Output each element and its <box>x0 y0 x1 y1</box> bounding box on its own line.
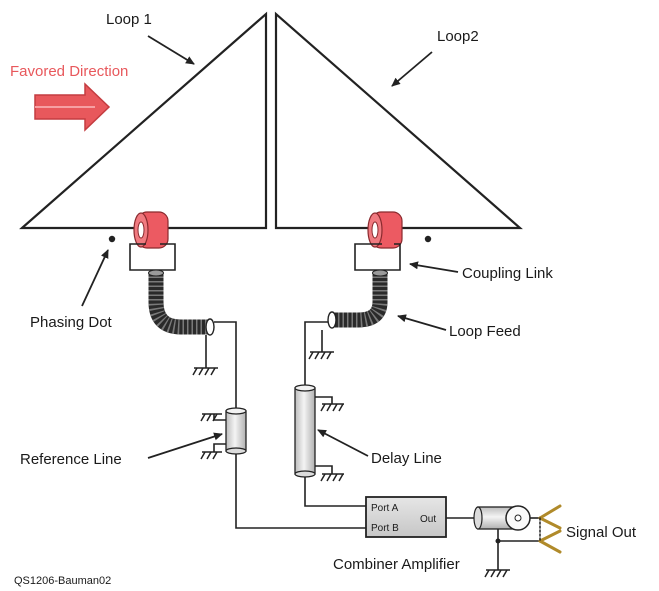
phasing-dot-left <box>108 235 116 243</box>
arrow-loop1 <box>147 35 195 65</box>
favored-direction-label: Favored Direction <box>10 63 128 80</box>
toroid-left <box>133 211 169 249</box>
delay-line-coax <box>294 384 333 478</box>
delay-line-label: Delay Line <box>371 450 442 467</box>
loop-feed-coax-left <box>148 269 215 336</box>
wire-right-feed-to-delay <box>304 321 328 387</box>
arrow-delay-line <box>317 429 369 457</box>
reference-line-coax <box>213 407 247 455</box>
wire-delay-to-porta <box>304 474 366 507</box>
loop-2-triangle <box>274 11 523 230</box>
arrow-coupling-link <box>409 261 459 273</box>
combiner-amplifier-box: Port A Port B Out <box>365 496 447 538</box>
wire-left-feed-to-reference <box>214 321 237 410</box>
arrow-phasing-dot <box>81 249 109 307</box>
out-label: Out <box>420 514 436 525</box>
signal-out-label: Signal Out <box>566 524 637 541</box>
loop-1-label: Loop 1 <box>106 11 152 28</box>
right-arrow-icon <box>34 82 111 132</box>
combiner-amplifier-label: Combiner Amplifier <box>333 556 460 573</box>
arrow-loop2 <box>391 51 433 87</box>
loop-1-triangle <box>19 11 268 230</box>
loop-feed-coax-right <box>327 269 388 329</box>
loop-2-label: Loop2 <box>437 28 479 45</box>
port-b-label: Port B <box>371 523 399 534</box>
wire-reference-to-portb <box>235 452 366 529</box>
reference-line-label: Reference Line <box>20 451 122 468</box>
antenna-y-icon <box>538 504 562 554</box>
phasing-dot-right <box>424 235 432 243</box>
toroid-right <box>367 211 403 249</box>
coupling-link-label: Coupling Link <box>462 265 553 282</box>
arrow-reference-line <box>147 432 223 459</box>
loop-feed-label: Loop Feed <box>449 323 521 340</box>
ground-symbol-icon <box>192 351 510 578</box>
port-a-label: Port A <box>371 503 399 514</box>
arrow-loop-feed <box>397 314 447 331</box>
credit-label: QS1206-Bauman02 <box>14 575 111 587</box>
output-coax <box>473 505 540 570</box>
phasing-dot-label: Phasing Dot <box>30 314 113 331</box>
